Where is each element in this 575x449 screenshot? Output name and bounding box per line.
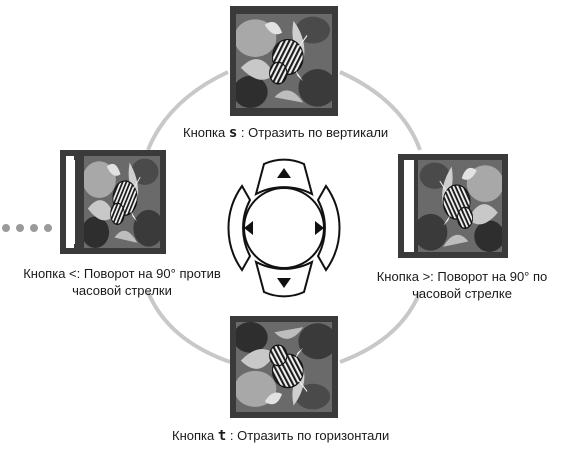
photo-top <box>230 6 338 116</box>
dotted-trail <box>2 224 52 232</box>
arc-top-left <box>146 70 229 151</box>
photo-bottom <box>230 316 338 418</box>
arrow-down-icon <box>277 278 291 288</box>
label-left: Кнопка <: Поворот на 90° против часовой … <box>23 266 221 298</box>
d-pad-right-segment <box>316 184 341 272</box>
arrow-up-icon <box>277 168 291 178</box>
d-pad-center <box>243 187 325 269</box>
arc-top-right <box>339 70 422 151</box>
photo-left <box>60 150 166 254</box>
d-pad <box>227 158 341 298</box>
d-pad-left-segment <box>227 184 252 272</box>
photo-right <box>398 154 508 258</box>
arc-bottom-right <box>339 291 422 364</box>
label-right: Кнопка >: Поворот на 90° по часовой стре… <box>376 269 548 301</box>
arc-bottom-left <box>146 291 231 364</box>
label-top: Кнопка s : Отразить по вертикали <box>183 125 389 141</box>
label-bottom: Кнопка t : Отразить по горизонтали <box>172 428 390 444</box>
connector-arcs <box>146 70 422 364</box>
arrow-right-icon <box>315 221 324 235</box>
arrow-left-icon <box>244 221 253 235</box>
